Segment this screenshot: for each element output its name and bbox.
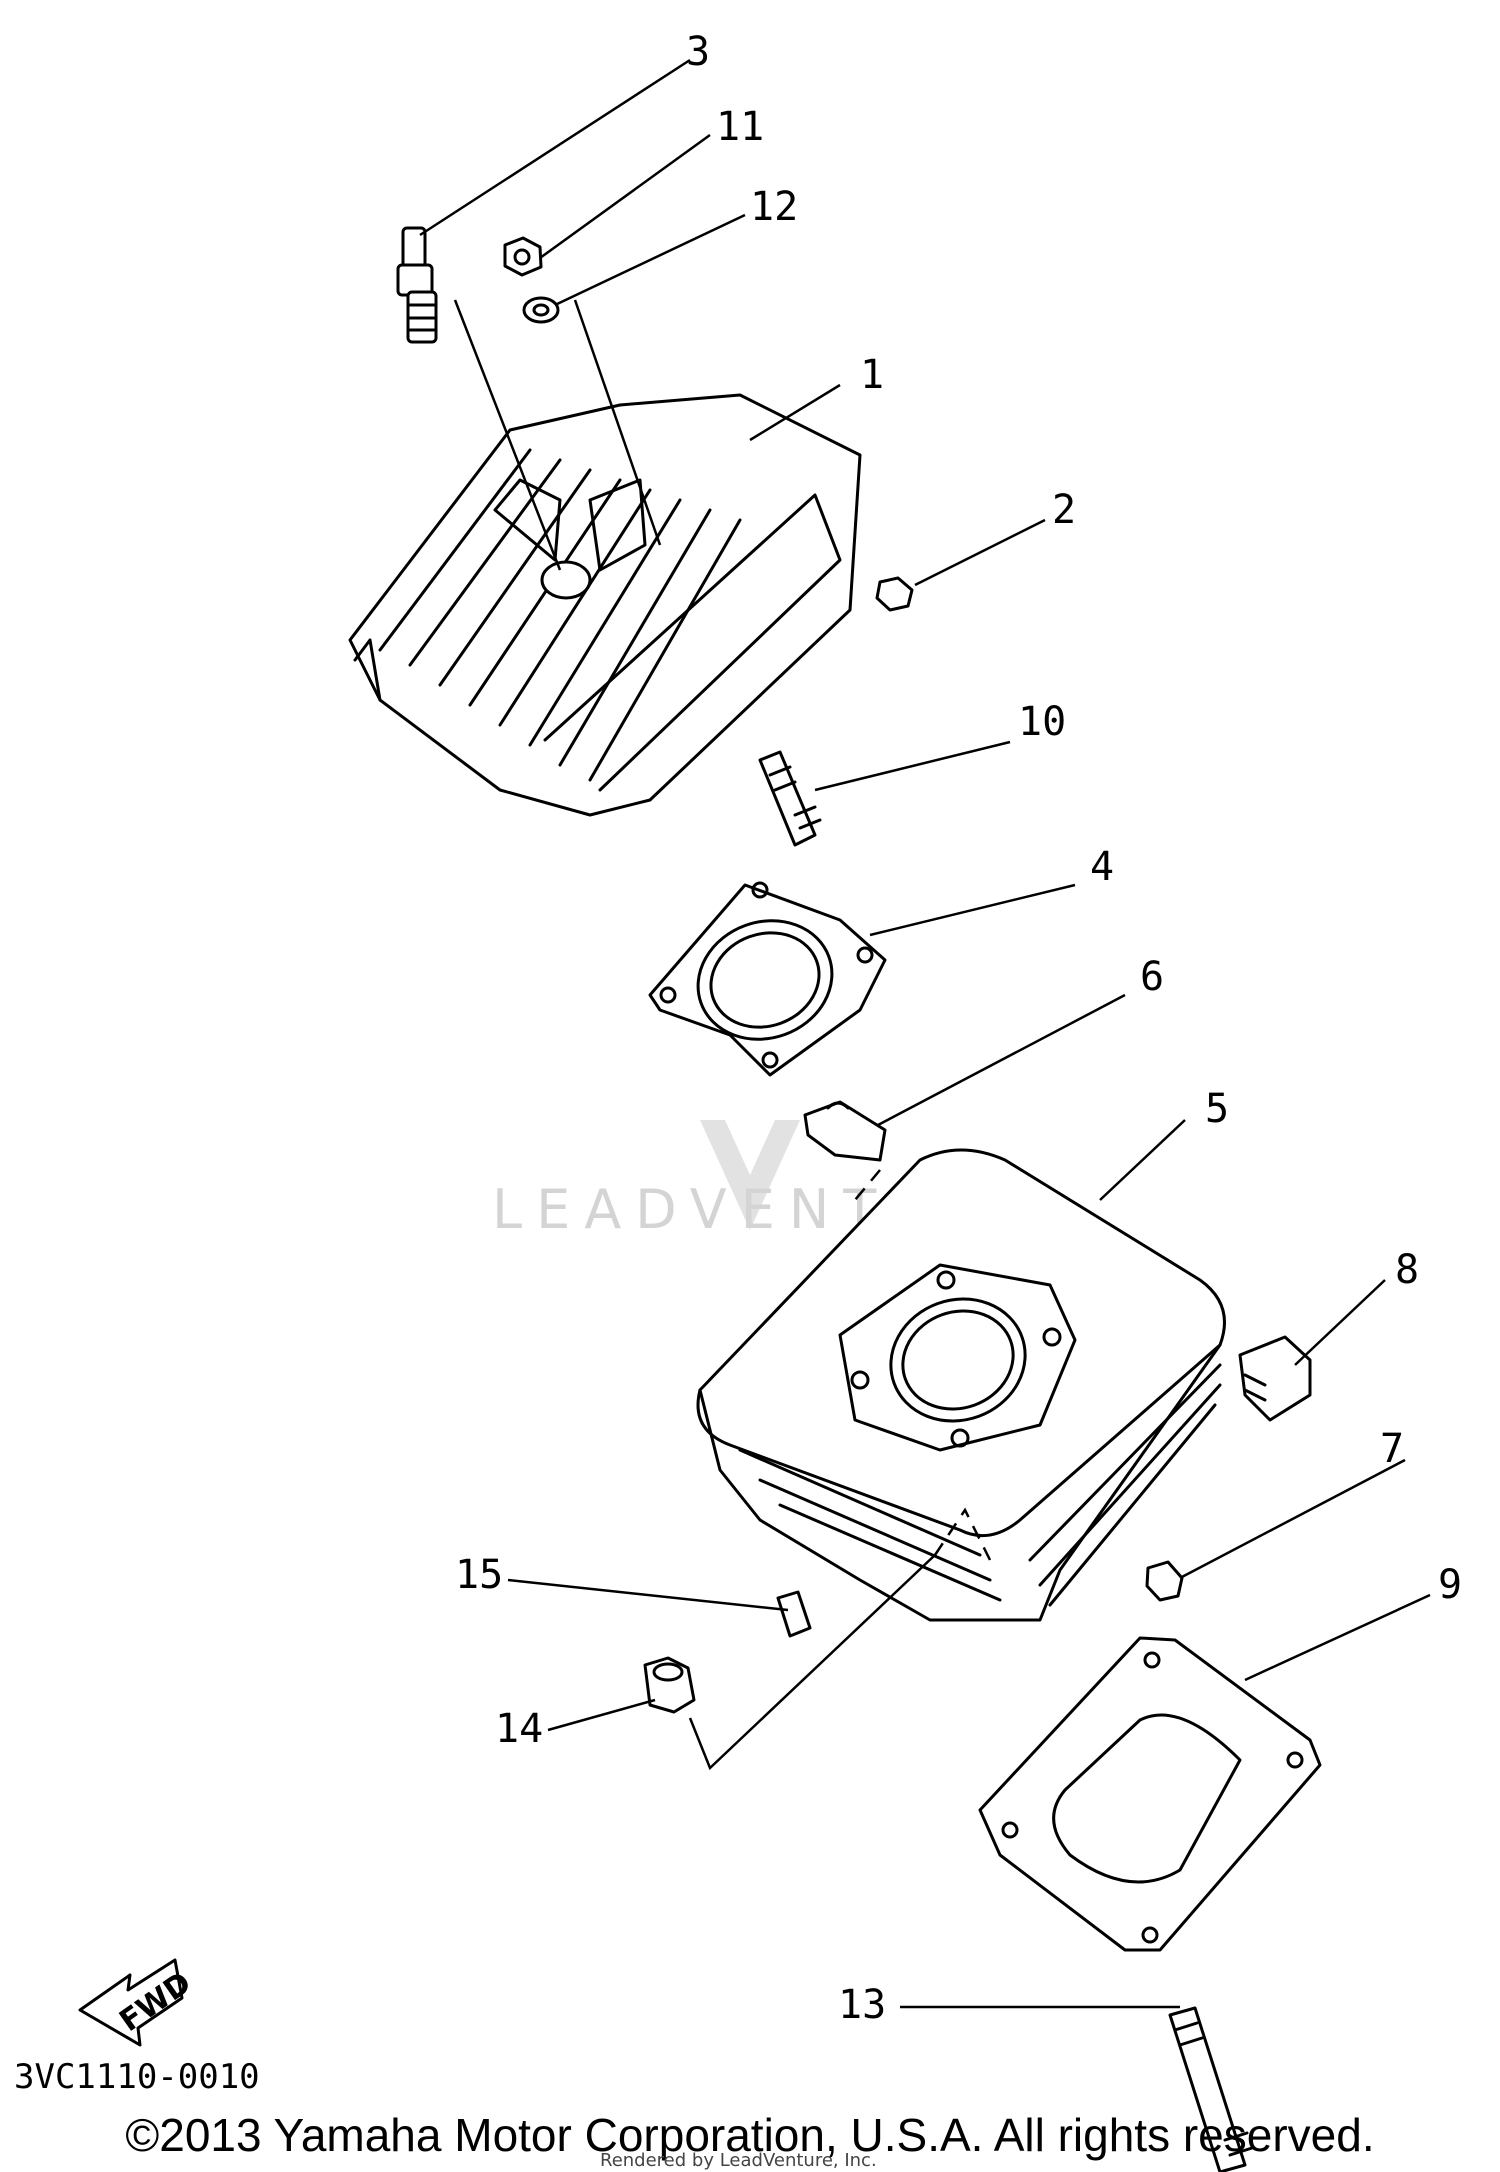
callout-1: 1: [860, 352, 884, 398]
callout-11: 11: [716, 104, 764, 150]
part-9-base-gasket: [978, 1636, 1322, 1952]
part-11-nut: [503, 236, 543, 277]
part-12-washer: [522, 296, 560, 324]
callout-4: 4: [1090, 844, 1114, 890]
callout-6: 6: [1140, 954, 1164, 1000]
copyright-notice: ©2013 Yamaha Motor Corporation, U.S.A. A…: [125, 2109, 1375, 2161]
callout-15: 15: [455, 1552, 503, 1598]
part-2-nut: [875, 576, 914, 612]
callout-10: 10: [1018, 699, 1066, 745]
callout-numbers: 3 11 12 1 2 10 4 6 5 8 7 9 15 14 13: [455, 29, 1462, 2028]
part-15-stud-bolt: [776, 1590, 812, 1638]
part-7-nut: [1145, 1560, 1184, 1602]
callout-2: 2: [1052, 487, 1076, 533]
part-6-clip: [803, 1100, 887, 1162]
part-1-cylinder-head: [348, 393, 862, 817]
callout-8: 8: [1395, 1247, 1419, 1293]
callout-12: 12: [750, 184, 798, 230]
part-13-stud-bolt: [1168, 2006, 1254, 2172]
part-5-cylinder: [696, 1148, 1226, 1622]
part-10-stud-bolt: [758, 750, 822, 847]
diagram-code: 3VC1110-0010: [14, 2057, 260, 2097]
part-14-flange-nut: [643, 1656, 696, 1714]
rendered-by-text: Rendered by LeadVenture, Inc.: [600, 2150, 877, 2171]
callout-14: 14: [495, 1706, 543, 1752]
leader-lines: [419, 58, 1431, 2009]
callout-3: 3: [686, 29, 710, 75]
callout-5: 5: [1205, 1086, 1229, 1132]
part-3-spark-plug: [396, 226, 438, 344]
callout-13: 13: [838, 1982, 886, 2028]
callout-9: 9: [1438, 1562, 1462, 1608]
part-4-head-gasket: [648, 881, 887, 1077]
part-8-damper: [1238, 1335, 1312, 1422]
fwd-arrow-icon: FWD: [78, 1958, 198, 2047]
callout-7: 7: [1380, 1426, 1404, 1472]
